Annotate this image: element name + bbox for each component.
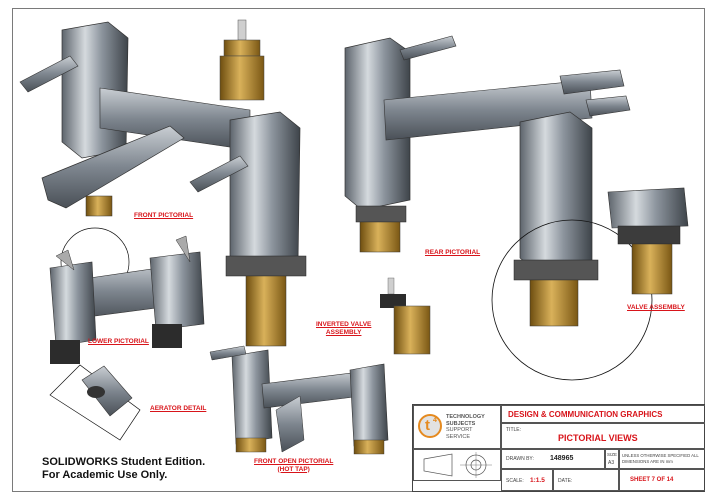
date-cell: DATE: [553,469,619,491]
title-value: PICTORIAL VIEWS [558,433,638,443]
t4-logo-icon: t 4 [418,414,442,438]
valve-assembly-part [607,187,689,295]
front-pictorial-tap [19,21,307,347]
org-name: TECHNOLOGY SUBJECTS SUPPORT SERVICE [446,414,485,440]
scale-value: 1:1.5 [530,477,545,484]
label-inverted-valve-assembly: INVERTED VALVE ASSEMBLY [316,321,371,336]
label-valve-assembly: VALVE ASSEMBLY [627,304,685,311]
label-inverted-valve-line2: ASSEMBLY [325,328,362,336]
rear-pictorial-tap [344,35,653,381]
title-block: t 4 TECHNOLOGY SUBJECTS SUPPORT SERVICE … [412,404,705,492]
header-dcg: DESIGN & COMMUNICATION GRAPHICS [501,405,705,423]
label-front-pictorial: FRONT PICTORIAL [134,212,194,219]
projection-symbol-cell [413,449,501,481]
inverted-valve-part [380,277,431,355]
scale-cell: SCALE: 1:1.5 [501,469,553,491]
aerator-detail [49,364,141,441]
size-cell: SIZE A3 [605,449,619,469]
sheet-number: SHEET 7 OF 14 [619,469,705,491]
title-cell: TITLE: PICTORIAL VIEWS [501,423,705,449]
label-rear-pictorial: REAR PICTORIAL [425,249,481,256]
watermark-line1: SOLIDWORKS Student Edition. [42,456,206,468]
label-inverted-valve-line1: INVERTED VALVE [316,321,372,328]
label-aerator-detail: AERATOR DETAIL [150,405,207,412]
label-front-open-pictorial: FRONT OPEN PICTORIAL (HOT TAP) [254,458,333,473]
label-front-open-line1: FRONT OPEN PICTORIAL [254,458,334,465]
drawn-by-cell: DRAWN BY: 148965 [501,449,605,469]
front-open-pictorial-tap [209,345,389,455]
label-lower-pictorial: LOWER PICTORIAL [88,338,149,345]
watermark-line2: For Academic Use Only. [42,469,168,481]
logo-cell: t 4 TECHNOLOGY SUBJECTS SUPPORT SERVICE [413,405,501,449]
valve-cartridge-part [219,19,265,101]
third-angle-projection-icon [423,452,492,478]
drawn-by-value: 148965 [550,455,574,462]
lower-pictorial-tap [49,227,205,364]
student-edition-watermark: SOLIDWORKS Student Edition. For Academic… [42,456,205,482]
title-label: TITLE: [506,427,522,433]
label-front-open-line2: (HOT TAP) [277,465,310,473]
size-value: A3 [608,460,615,466]
dimension-note: UNLESS OTHERWISE SPECIFIED ALL DIMENSION… [619,449,705,469]
